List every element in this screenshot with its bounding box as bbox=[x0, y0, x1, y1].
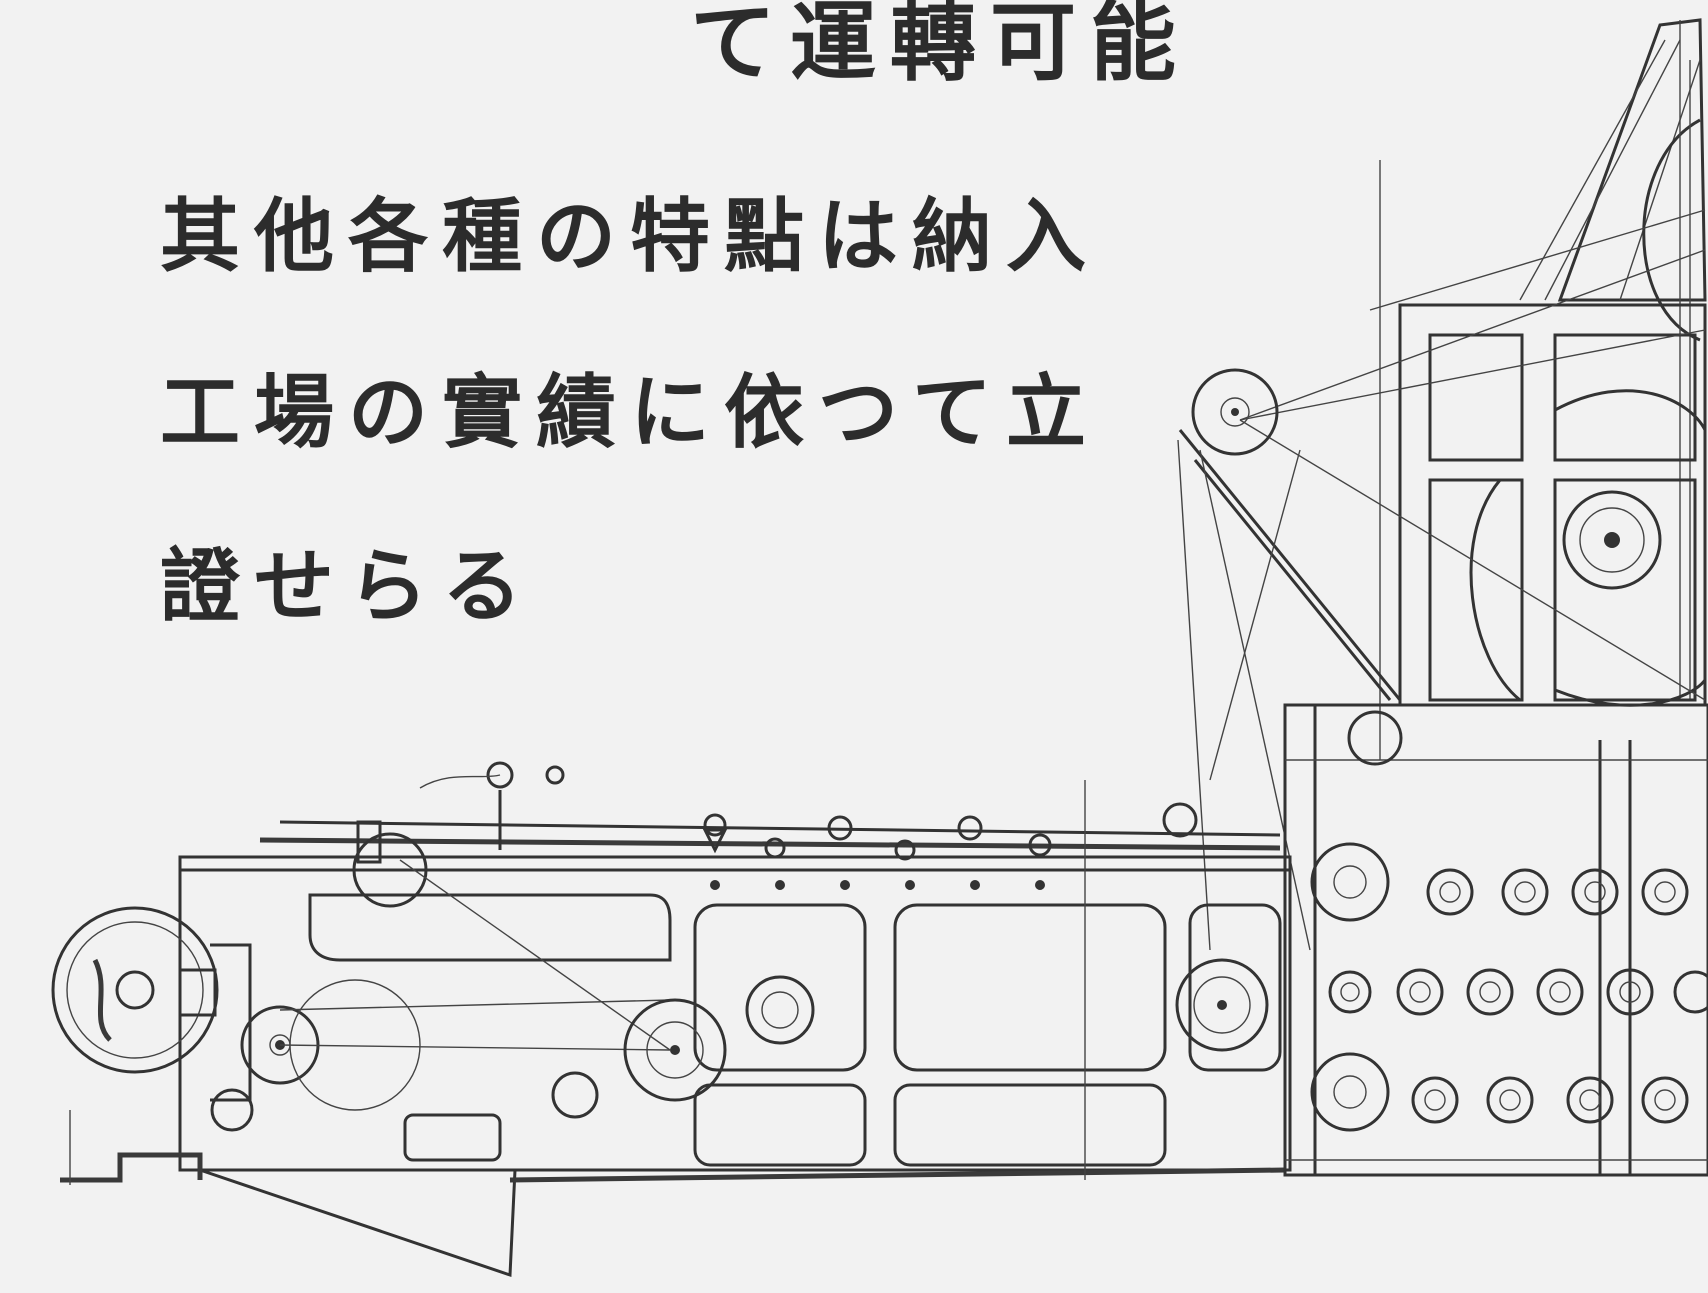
flywheel-assembly bbox=[51, 832, 671, 1132]
drive-pulley bbox=[1177, 368, 1402, 951]
machine-base bbox=[60, 780, 1286, 1278]
hopper-frame bbox=[1519, 18, 1707, 700]
roller-row-middle bbox=[1328, 968, 1708, 1016]
rail-fittings bbox=[356, 761, 1198, 890]
text-line-4: 證せらる bbox=[160, 539, 536, 633]
text-line-2: 其他各種の特點は納入 bbox=[160, 189, 1100, 283]
text-line-1: て運轉可能 bbox=[690, 0, 1190, 93]
central-gears bbox=[403, 958, 1269, 1162]
roller-row-upper bbox=[1426, 868, 1689, 916]
text-line-3: 工場の實績に依つて立 bbox=[160, 365, 1100, 459]
machine-bed bbox=[178, 820, 1292, 1172]
right-housing bbox=[1239, 160, 1707, 760]
roller-row-lower bbox=[1411, 1076, 1689, 1124]
roller-stack bbox=[1283, 703, 1708, 1177]
